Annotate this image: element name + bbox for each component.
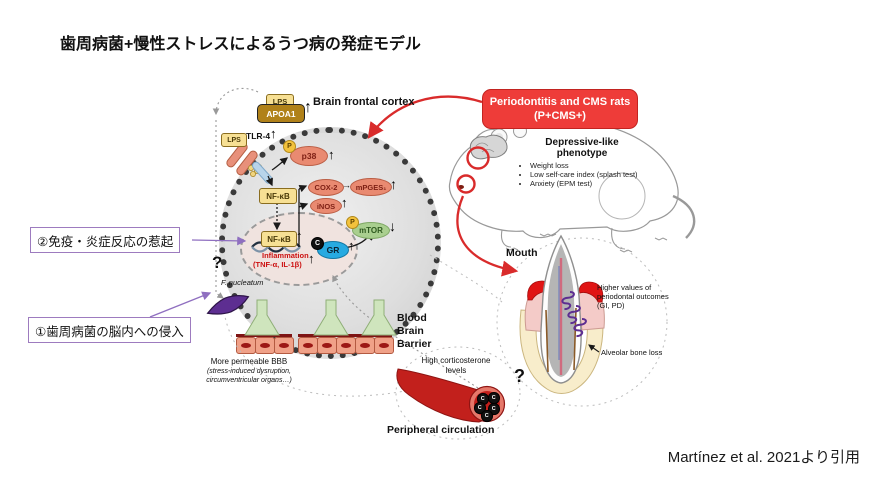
up-arrow: ↑ [270,126,277,141]
up-arrow: ↑ [304,99,312,116]
peripheral-circulation-label: Peripheral circulation [387,424,495,436]
rat-illustration [448,119,696,253]
mtor-node: mTOR [352,222,390,239]
phenotype-title-line1: Depressive-like [545,137,619,148]
endothelial-cell [374,337,394,354]
tlr4-label: TLR-4 [246,131,271,141]
brain-region-label: Brain frontal cortex [313,96,415,108]
nfkb-nucleus-node: NF-κB [261,231,297,247]
inflamed-gum-right [579,281,604,303]
annotation-step2-box: ②免疫・炎症反応の惹起 [30,227,181,253]
lps-receptor-node: LPS [221,133,247,147]
periodontitis-cms-box: Periodontitis and CMS rats (P+CMS+) [482,89,638,129]
bbb-label-blood: Blood [397,312,427,324]
bbb-label-brain: Brain [397,325,424,337]
annotation-step1-box: ①歯周病菌の脳内への侵入 [28,317,191,343]
up-arrow: ↑ [328,147,335,162]
gr-node: GR [317,241,349,259]
annotation-step2-text: ②免疫・炎症反応の惹起 [37,234,174,249]
nfkb-cytoplasm-node: NF-κB [259,188,297,204]
phosphate-badge: P [346,216,359,229]
dashed-region-outlines [223,237,668,440]
mpges-node: mPGES₁ [350,178,392,196]
red-flow-arrows [367,95,519,277]
inos-node: iNOS [310,198,342,214]
annotation-step1-text: ①歯周病菌の脳内への侵入 [35,324,184,339]
cox2-node: COX-2 [308,179,344,196]
fnucleatum-label: F. nucleatum [221,278,264,287]
rat-brain-highlight-circle [466,146,490,170]
permeable-bbb-note1: (stress-induced dysruption, [206,368,292,375]
inflammation-cytokines-label: (TNF-α, IL-1β) [253,260,302,269]
phenotype-bullet: Low self-care index (splash test) [530,170,650,180]
phenotype-title-line2: phenotype [556,148,608,159]
phenotype-bullet: Anxiety (EPM test) [530,179,650,189]
periodontal-outcomes-label: Higher values of periodontal outcomes (G… [597,283,669,310]
corticosterone-badge: C [488,392,500,404]
up-arrow: ↑ [341,195,348,210]
down-arrow: ↓ [389,218,396,234]
periodontal-bacteria [561,290,587,338]
astrocyte-endfeet [244,299,397,336]
phenotype-bullet: Weight loss [530,161,650,171]
apoa1-node: APOA1 [257,104,305,123]
question-mark: ? [212,253,223,272]
corticosterone-badge: C [311,237,324,250]
periodontitis-cms-line1: Periodontitis and CMS rats [489,95,631,108]
phenotype-bullet-list: Weight loss Low self-care index (splash … [520,161,650,189]
p38-node: p38 [290,146,328,166]
up-arrow: ↑ [348,238,355,253]
rat-mouth-highlight-circle [456,174,476,194]
up-arrow: ↑ [390,176,397,192]
mouth-label: Mouth [506,247,538,259]
corticosterone-badge: C [474,402,486,414]
corticosterone-badge: C [481,410,493,422]
up-arrow: ↑ [308,251,315,266]
permeable-bbb-note2: circumventricular organs…) [206,377,292,384]
up-arrow: ↑ [296,228,303,243]
inflammation-label: Inflammation [262,251,309,260]
fnucleatum-bacterium [206,295,250,315]
right-arrow: → [342,180,351,190]
annotation-pointers [149,236,247,318]
lps-route-dotted [212,87,479,389]
corticosterone-label-line2: levels [445,366,467,375]
question-mark: ? [514,366,525,386]
phenotype-title: Depressive-like phenotype [527,137,637,159]
corticosterone-label-line1: High corticosterone [421,356,491,365]
endothelial-cell [274,337,294,354]
corticosterone-badge: C [488,403,500,415]
tooth-illustration [519,234,605,394]
permeable-bbb-label: More permeable BBB [210,357,288,366]
page-title: 歯周病菌+慢性ストレスによるうつ病の発症モデル [60,36,421,53]
periodontitis-cms-line2: (P+CMS+) [534,110,586,122]
alveolar-bone-loss-label: Alveolar bone loss [601,348,663,357]
bbb-label-barrier: Barrier [397,338,432,350]
tlr4-receptor [226,142,273,184]
endothelial-cell [236,337,256,354]
phosphate-badge: P [283,140,296,153]
citation: Martínez et al. 2021より引用 [667,449,860,466]
